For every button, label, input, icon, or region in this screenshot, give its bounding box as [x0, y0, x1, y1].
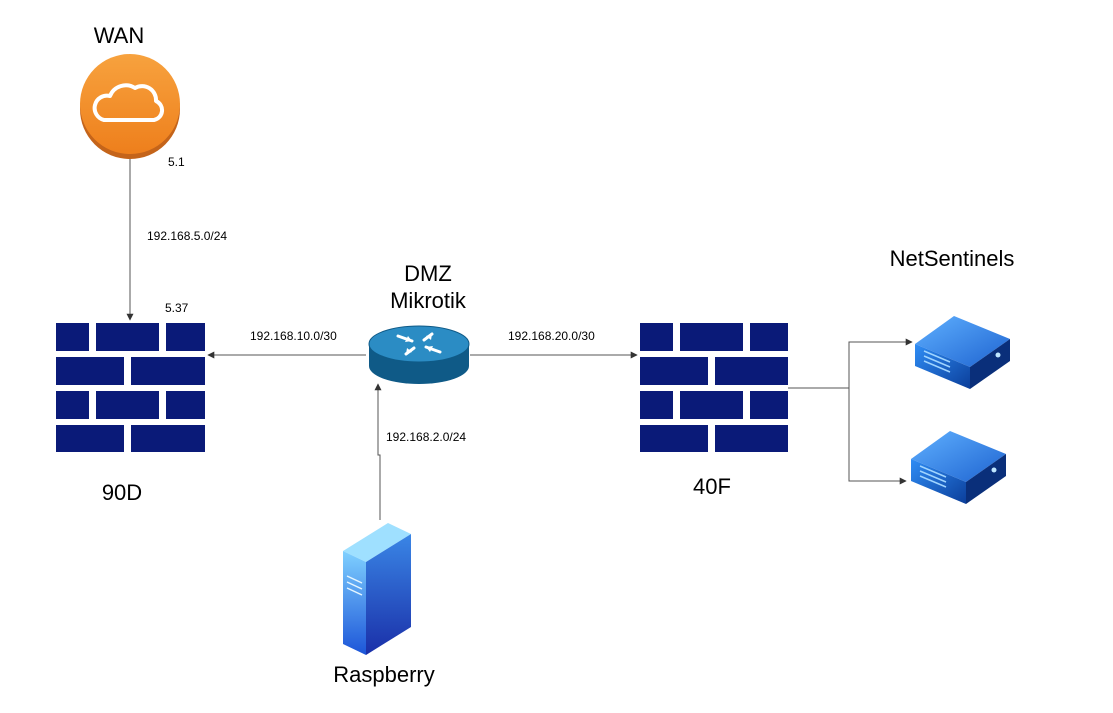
wan-subnet-label: 192.168.5.0/24 — [147, 229, 227, 243]
link-40f-netsentinel-2 — [848, 388, 907, 485]
wan-ip-label: 5.1 — [168, 155, 185, 169]
dmz-label: DMZ — [404, 261, 452, 286]
wan-node[interactable]: WAN — [80, 23, 180, 159]
server-rack-icon — [911, 431, 1006, 504]
router-icon — [368, 325, 470, 384]
raspberry-subnet-label: 192.168.2.0/24 — [386, 430, 466, 444]
link-raspberry-dmz — [374, 383, 382, 520]
cloud-icon — [80, 54, 180, 159]
dmz-mikrotik-node[interactable]: DMZ Mikrotik — [368, 261, 470, 384]
firewall-icon — [640, 323, 788, 452]
dmz-90d-subnet-label: 192.168.10.0/30 — [250, 329, 337, 343]
firewall-90d-label: 90D — [102, 480, 142, 505]
link-40f-netsentinel-1 — [788, 338, 913, 389]
server-tower-icon — [343, 523, 411, 655]
server-rack-icon — [915, 316, 1010, 389]
netsentinels-group[interactable]: NetSentinels — [890, 246, 1015, 504]
firewall-90d-node[interactable]: 90D — [56, 323, 205, 505]
fw90d-ip-label: 5.37 — [165, 301, 189, 315]
netsentinels-label: NetSentinels — [890, 246, 1015, 271]
raspberry-label: Raspberry — [333, 662, 434, 687]
raspberry-node[interactable]: Raspberry — [333, 523, 435, 687]
link-labels: 5.1 192.168.5.0/24 5.37 192.168.10.0/30 … — [147, 155, 595, 444]
wan-label: WAN — [94, 23, 145, 48]
mikrotik-label: Mikrotik — [390, 288, 467, 313]
connection-lines — [126, 155, 913, 520]
firewall-40f-label: 40F — [693, 474, 731, 499]
firewall-icon — [56, 323, 205, 452]
firewall-40f-node[interactable]: 40F — [640, 323, 788, 499]
dmz-40f-subnet-label: 192.168.20.0/30 — [508, 329, 595, 343]
